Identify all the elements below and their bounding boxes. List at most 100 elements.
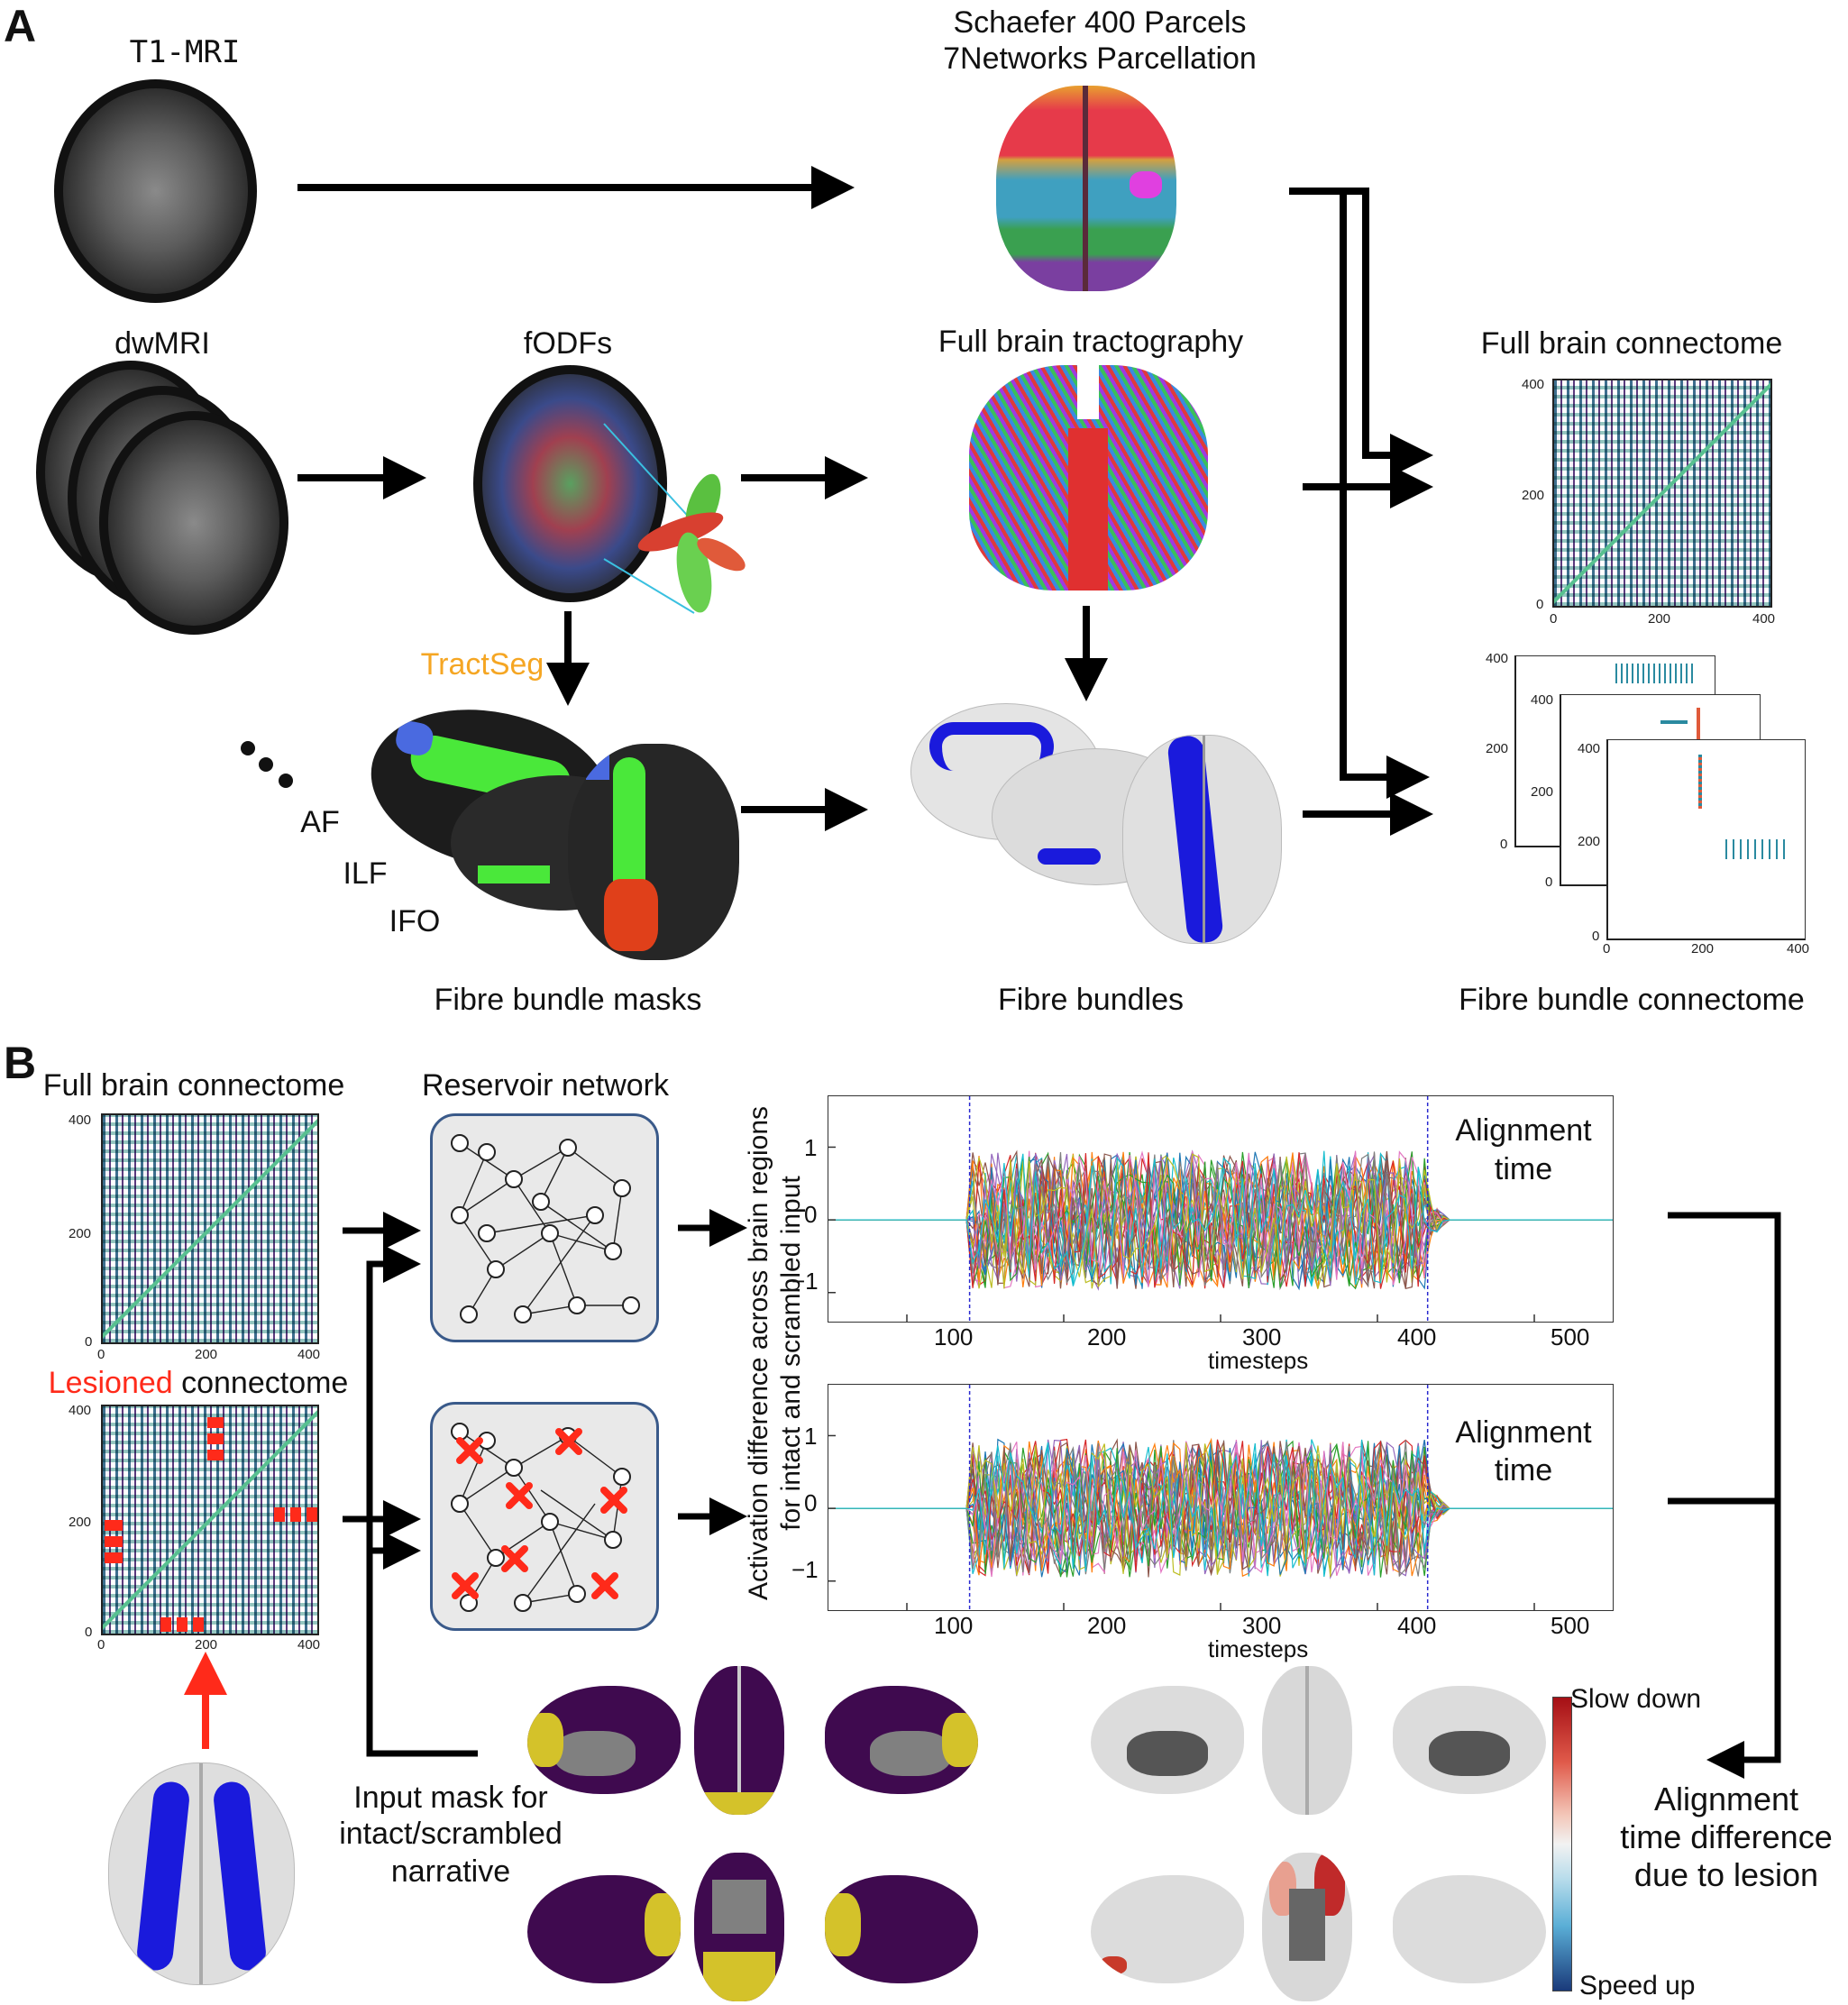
colorbar-slow-down-label: Slow down bbox=[1570, 1684, 1702, 1714]
tractseg-label: TractSeg bbox=[420, 647, 544, 682]
fibre-bundles-label: Fibre bundles bbox=[997, 983, 1184, 1017]
timeseries-svg-lesioned bbox=[828, 1385, 1613, 1610]
lesion-mark-3 bbox=[207, 1450, 224, 1460]
matrix-b-ytick-400: 400 bbox=[69, 1112, 92, 1128]
lesioned-word: Lesioned bbox=[48, 1366, 173, 1400]
result-surface-medial-right-bottom bbox=[1393, 1875, 1546, 1983]
lesion-mark-11 bbox=[177, 1617, 188, 1632]
matrix-b-ytick-200: 200 bbox=[69, 1226, 92, 1241]
mask-surface-medial-left-bottom bbox=[527, 1875, 681, 1983]
bundle-front-xtick-0: 0 bbox=[1603, 941, 1611, 957]
result-surface-ventral-bottom bbox=[1262, 1853, 1352, 2001]
ts2-xlabel: timesteps bbox=[1208, 1635, 1309, 1662]
dwmri-volume-3 bbox=[99, 411, 288, 635]
axial-bundle-brain bbox=[108, 1762, 295, 1985]
bundle-front-xtick-200: 200 bbox=[1691, 941, 1715, 957]
lesion-mark-12 bbox=[193, 1617, 204, 1632]
matrix-a-xtick-200: 200 bbox=[1648, 611, 1671, 627]
reservoir-network-label: Reservoir network bbox=[422, 1068, 669, 1103]
ts2-xtick-400: 400 bbox=[1397, 1612, 1437, 1639]
full-connectome-label-b: Full brain connectome bbox=[42, 1068, 345, 1103]
schaefer-label-line1: Schaefer 400 Parcels bbox=[953, 5, 1247, 40]
tractography-brain bbox=[969, 365, 1208, 591]
mask-surface-medial-right-bottom bbox=[825, 1875, 978, 1983]
ts1-ytick-neg1: −1 bbox=[791, 1268, 819, 1295]
ts2-xtick-200: 200 bbox=[1087, 1612, 1127, 1639]
result-surface-dorsal-top bbox=[1262, 1666, 1352, 1815]
input-mask-line3: narrative bbox=[390, 1854, 511, 1889]
series-line bbox=[828, 1153, 1613, 1286]
ts2-xtick-500: 500 bbox=[1551, 1612, 1590, 1639]
bundle-back-ytick-200: 200 bbox=[1486, 741, 1509, 756]
full-connectome-matrix-b bbox=[101, 1113, 319, 1344]
alignment-time-label-1-line1: Alignment bbox=[1442, 1113, 1605, 1149]
mask-surface-dorsal-top bbox=[694, 1666, 784, 1815]
lesion-mark-8 bbox=[105, 1536, 123, 1547]
ts1-ytick-0: 0 bbox=[804, 1201, 818, 1228]
lesion-mark-1 bbox=[207, 1417, 224, 1428]
lesion-mark-5 bbox=[290, 1507, 301, 1522]
lesion-mark-6 bbox=[306, 1507, 317, 1522]
bundle-middle-ytick-0: 0 bbox=[1545, 874, 1553, 890]
matrix-b-xtick-200: 200 bbox=[195, 1347, 218, 1362]
reservoir-network-lesioned bbox=[430, 1402, 659, 1631]
full-connectome-matrix-a bbox=[1552, 379, 1772, 608]
input-mask-line2: intact/scrambled bbox=[339, 1817, 563, 1851]
bundle-back-ytick-400: 400 bbox=[1486, 651, 1509, 666]
result-surface-medial-left-bottom bbox=[1091, 1875, 1244, 1983]
lesioned-xtick-200: 200 bbox=[195, 1637, 218, 1653]
lesioned-xtick-0: 0 bbox=[97, 1637, 105, 1653]
lesioned-ytick-200: 200 bbox=[69, 1515, 92, 1530]
ts2-ytick-1: 1 bbox=[804, 1423, 818, 1450]
ts2-ytick-neg1: −1 bbox=[791, 1556, 819, 1583]
full-connectome-label-a: Full brain connectome bbox=[1480, 326, 1783, 361]
lesioned-xtick-400: 400 bbox=[297, 1637, 321, 1653]
mask-surface-ventral-bottom bbox=[694, 1853, 784, 2001]
matrix-b-xtick-400: 400 bbox=[297, 1347, 321, 1362]
alignment-colorbar bbox=[1552, 1697, 1572, 1991]
lesion-mark-10 bbox=[160, 1617, 171, 1632]
lesion-mark-4 bbox=[274, 1507, 285, 1522]
ts2-xtick-100: 100 bbox=[934, 1612, 974, 1639]
ts1-xtick-100: 100 bbox=[934, 1323, 974, 1350]
lesion-mark-2 bbox=[207, 1433, 224, 1444]
ts1-xtick-400: 400 bbox=[1397, 1323, 1437, 1350]
bundle-front-ytick-200: 200 bbox=[1578, 834, 1601, 849]
t1-mri-image bbox=[54, 79, 257, 303]
timeseries-svg-intact bbox=[828, 1096, 1613, 1322]
ts1-ytick-1: 1 bbox=[804, 1134, 818, 1161]
reservoir-network-intact bbox=[430, 1113, 659, 1342]
result-surface-lateral-left-top bbox=[1091, 1686, 1244, 1794]
colorbar-speed-up-label: Speed up bbox=[1579, 1971, 1696, 2000]
schaefer-label-line2: 7Networks Parcellation bbox=[943, 41, 1257, 76]
lesion-mark-7 bbox=[105, 1520, 123, 1531]
alignment-time-label-2-line1: Alignment bbox=[1442, 1415, 1605, 1451]
matrix-a-ytick-0: 0 bbox=[1536, 597, 1544, 612]
result-label-line1: Alignment bbox=[1653, 1781, 1799, 1817]
t1-mri-label: T1-MRI bbox=[129, 34, 241, 70]
ts1-xtick-500: 500 bbox=[1551, 1323, 1590, 1350]
fibre-bundles-brain-3 bbox=[1122, 735, 1282, 944]
alignment-time-label-2-line2: time bbox=[1442, 1453, 1605, 1488]
bundle-front-xtick-400: 400 bbox=[1787, 941, 1810, 957]
bundle-front-ytick-400: 400 bbox=[1578, 741, 1601, 756]
matrix-a-ytick-200: 200 bbox=[1522, 488, 1545, 503]
fodf-glyph bbox=[603, 423, 746, 614]
matrix-a-xtick-0: 0 bbox=[1550, 611, 1558, 627]
panel-b-letter: B bbox=[4, 1038, 37, 1088]
bundle-front-ytick-0: 0 bbox=[1592, 929, 1600, 944]
fibre-mask-slice-3 bbox=[568, 744, 739, 960]
bundle-middle-ytick-200: 200 bbox=[1531, 784, 1554, 800]
input-mask-line1: Input mask for bbox=[353, 1781, 548, 1815]
mask-surface-lateral-right-top bbox=[825, 1686, 978, 1794]
ilf-label: ILF bbox=[343, 856, 388, 891]
series-line bbox=[828, 1439, 1613, 1576]
lesioned-ytick-0: 0 bbox=[85, 1625, 93, 1640]
reservoir-graph-lesioned bbox=[451, 1423, 631, 1612]
alignment-time-label-1-line2: time bbox=[1442, 1152, 1605, 1187]
reservoir-graph-intact bbox=[451, 1134, 640, 1323]
result-label-line2: time difference bbox=[1620, 1818, 1833, 1855]
matrix-b-xtick-0: 0 bbox=[97, 1347, 105, 1362]
dwmri-label: dwMRI bbox=[114, 326, 210, 361]
panel-a-arrows bbox=[297, 166, 1433, 836]
